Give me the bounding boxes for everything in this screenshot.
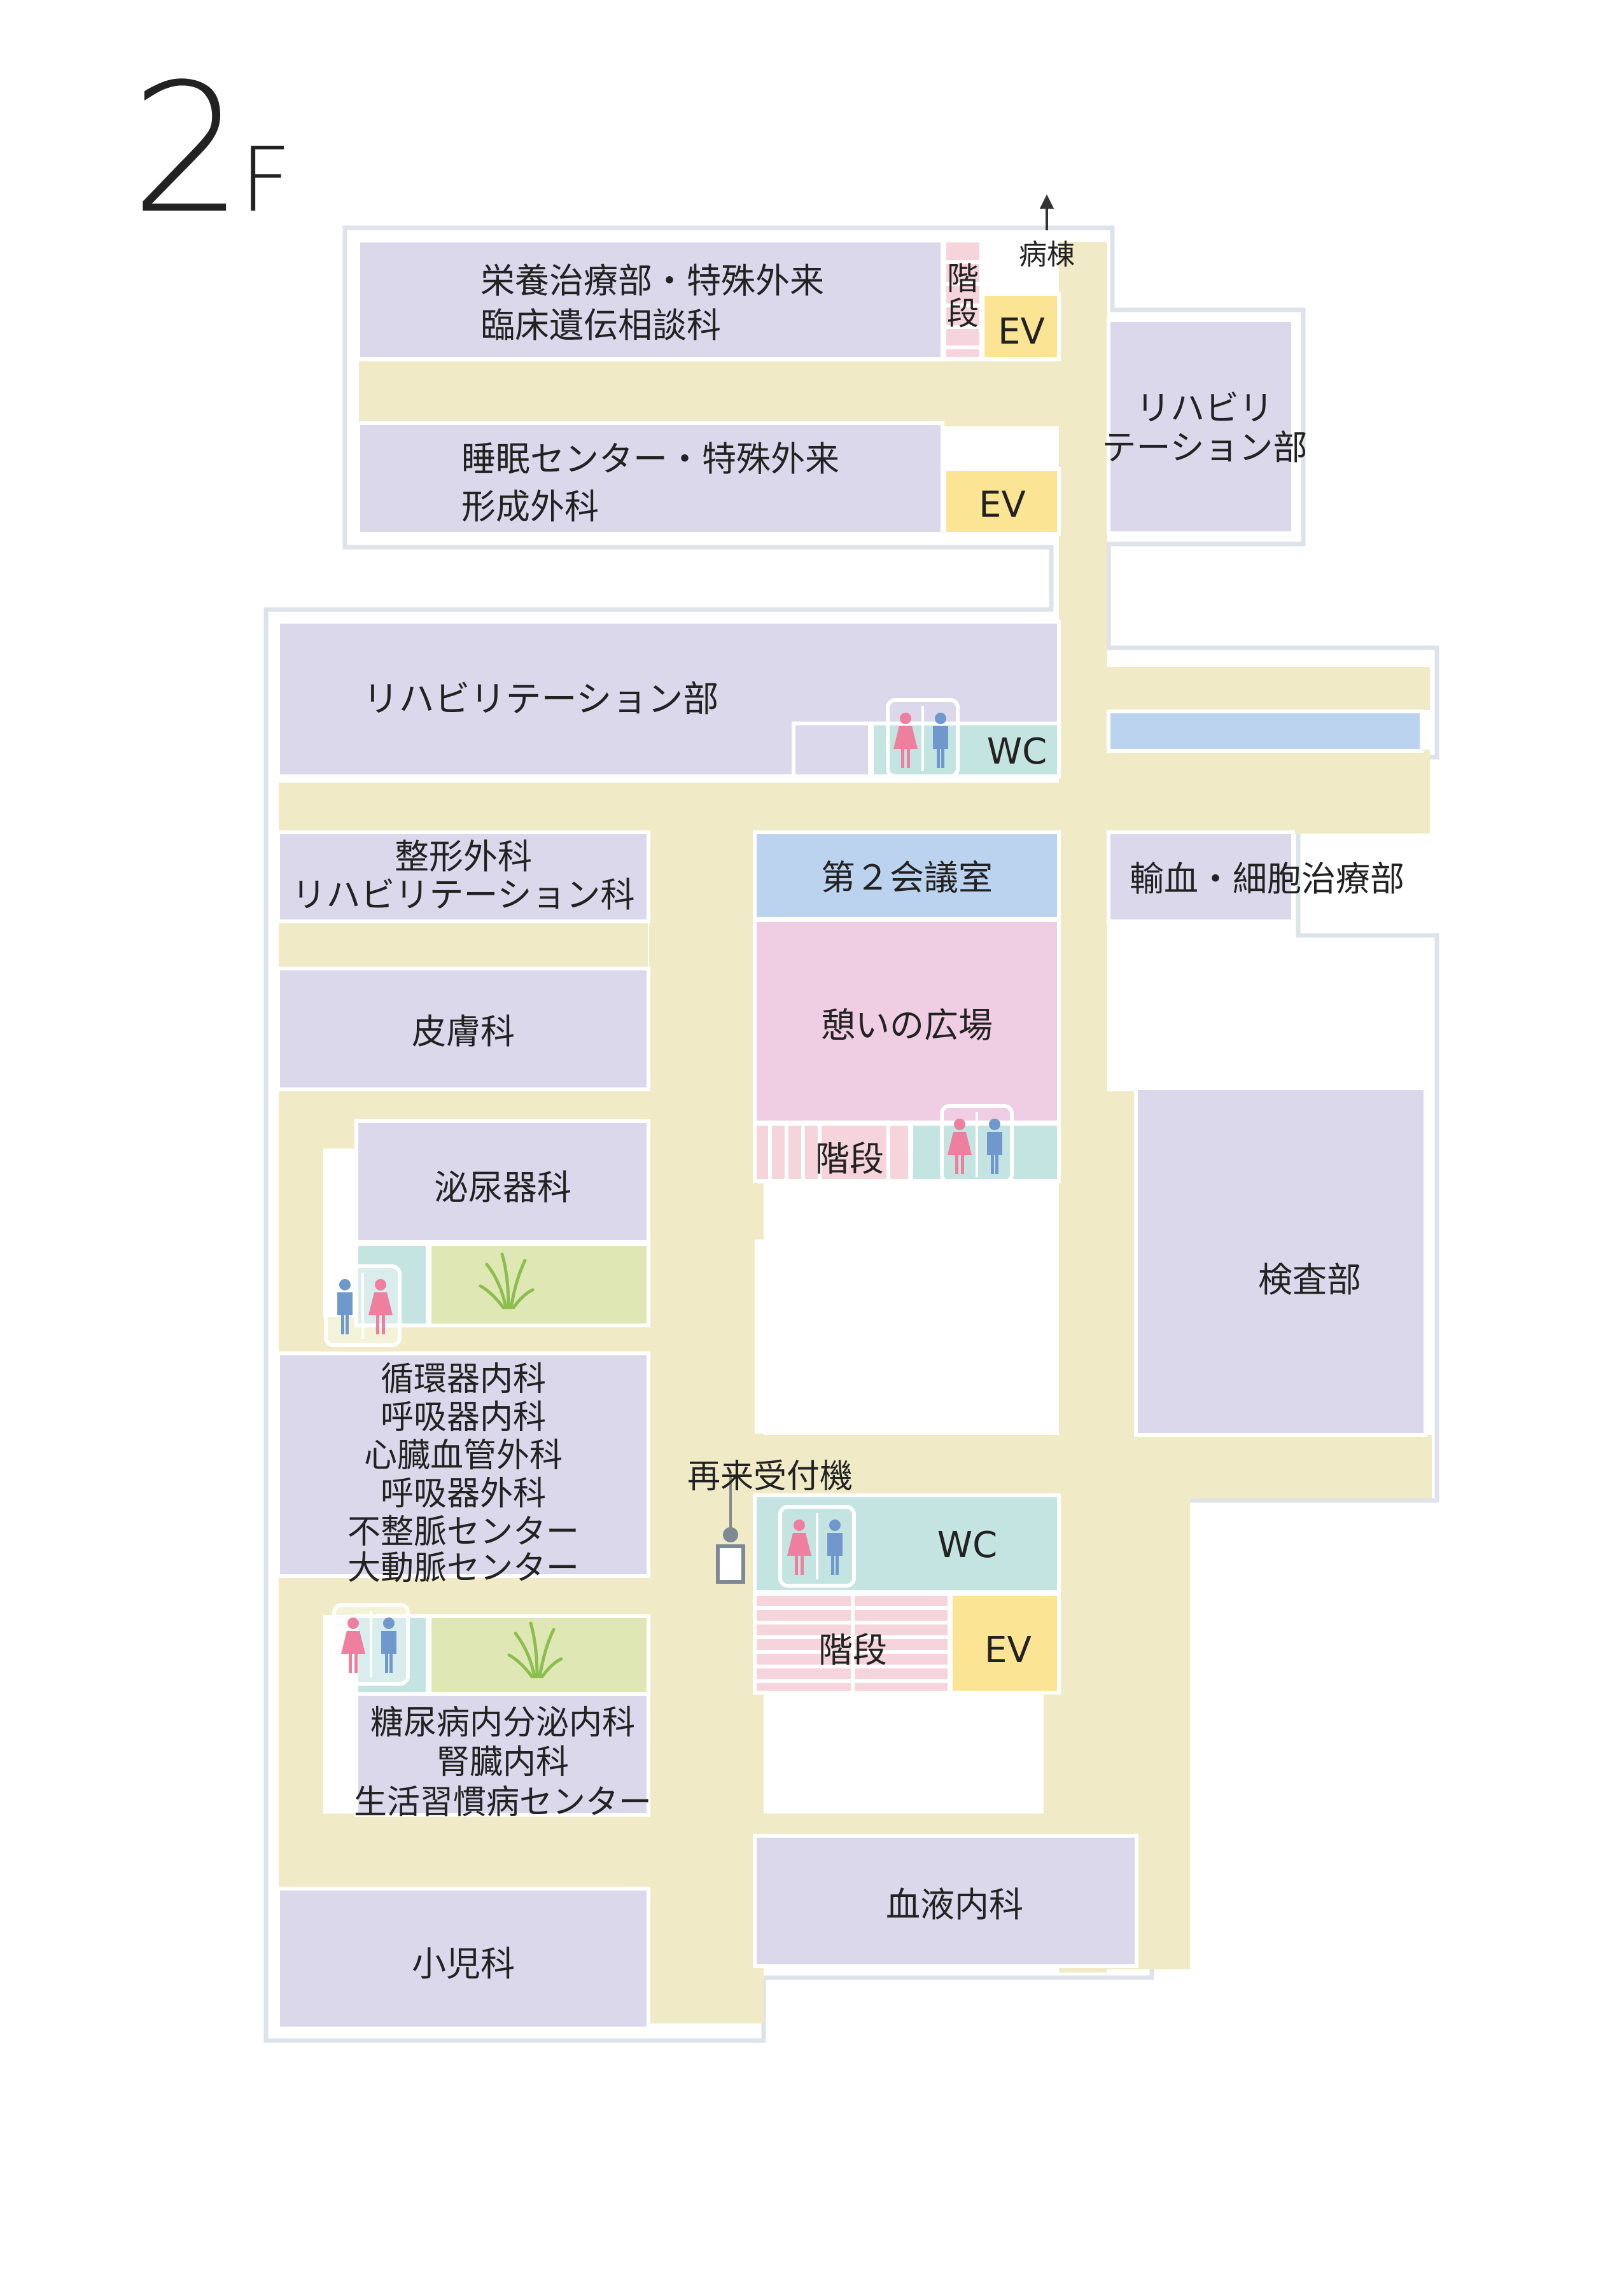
stairs-plaza-label: 階段 — [815, 1139, 884, 1179]
stairs-top-label-2: 段 — [947, 295, 979, 332]
wc-center-label: WC — [937, 1525, 997, 1566]
hematology-label: 血液内科 — [886, 1885, 1023, 1925]
ev-center-label: EV — [984, 1630, 1032, 1671]
cardio-label-3: 心臓血管外科 — [364, 1437, 563, 1475]
cardio-label-5: 不整脈センター — [347, 1513, 579, 1551]
cardio-label-4: 呼吸器外科 — [381, 1475, 546, 1513]
plaza-ikoi[interactable] — [753, 918, 1061, 1124]
kiosk-icon — [716, 1476, 745, 1584]
room-transfusion[interactable] — [1107, 830, 1295, 923]
floor-title: 2F — [130, 60, 291, 239]
examination-label: 検査部 — [1258, 1260, 1361, 1300]
elevator-second — [942, 467, 1061, 536]
dermatology-label: 皮膚科 — [412, 1012, 515, 1052]
sleep-label-1: 睡眠センター・特殊外来 — [461, 439, 839, 479]
room-orthopedics[interactable] — [276, 830, 650, 923]
rehab-main-label: リハビリテーション部 — [363, 679, 719, 720]
ortho-label-2: リハビリテーション科 — [292, 875, 635, 915]
map-labels: 病棟 栄養治療部・特殊外来 臨床遺伝相談科 階 段 EV 睡眠センター・特殊外来… — [292, 239, 1404, 1984]
ward-label: 病棟 — [1019, 239, 1075, 271]
restroom-plaza — [909, 1122, 1061, 1183]
nutrition-label-1: 栄養治療部・特殊外来 — [480, 261, 824, 301]
room-urology[interactable] — [354, 1119, 650, 1244]
nutrition-label-2: 臨床遺伝相談科 — [480, 305, 721, 346]
room-pediatrics[interactable] — [276, 1887, 650, 2030]
cardio-label-2: 呼吸器内科 — [381, 1399, 546, 1437]
pediatrics-label: 小児科 — [412, 1944, 515, 1984]
ward-arrow-icon — [1039, 194, 1054, 230]
stairs-top-label-1: 階 — [947, 260, 979, 297]
elevator-top — [981, 292, 1061, 361]
room-rehab-right[interactable] — [1107, 318, 1295, 535]
courtyard-void — [755, 1240, 1059, 1434]
transfusion-label: 輸血・細胞治療部 — [1130, 859, 1404, 899]
ortho-label-1: 整形外科 — [395, 837, 532, 877]
stairs-center-label: 階段 — [818, 1630, 887, 1670]
diabetes-label-1: 糖尿病内分泌内科 — [370, 1704, 635, 1742]
stairs-plaza — [753, 1122, 912, 1183]
corridor-blue-strip — [1107, 709, 1424, 753]
diabetes-label-3: 生活習慣病センター — [354, 1784, 652, 1822]
elevator-center — [949, 1592, 1061, 1695]
restroom-icon — [886, 698, 960, 778]
ev-top-label: EV — [998, 311, 1045, 353]
plaza-label: 憩いの広場 — [821, 1005, 993, 1045]
room-dermatology[interactable] — [276, 967, 650, 1091]
sleep-label-2: 形成外科 — [461, 487, 599, 527]
restroom-icon — [778, 1505, 856, 1588]
restroom-icon — [332, 1603, 410, 1686]
restroom-icon — [940, 1104, 1014, 1184]
diabetes-label-2: 腎臓内科 — [437, 1743, 569, 1782]
conference-label: 第２会議室 — [821, 858, 993, 898]
urology-label: 泌尿器科 — [434, 1168, 571, 1208]
room-rehab-annex — [792, 722, 872, 778]
garden-urology — [428, 1242, 650, 1327]
cardio-label-1: 循環器内科 — [381, 1360, 546, 1399]
room-cardio[interactable] — [276, 1352, 650, 1578]
garden-diabetes — [428, 1614, 650, 1696]
cardio-label-6: 大動脈センター — [347, 1549, 579, 1588]
room-examination[interactable] — [1134, 1086, 1427, 1437]
restroom-icon — [324, 1264, 402, 1347]
reentry-kiosk-label: 再来受付機 — [687, 1458, 853, 1496]
room-hematology[interactable] — [753, 1834, 1138, 1968]
room-nutrition[interactable] — [356, 239, 944, 361]
wc-rehab-label: WC — [987, 731, 1047, 772]
room-sleep-center[interactable] — [356, 421, 944, 536]
ev-second-label: EV — [979, 484, 1026, 526]
room-diabetes[interactable] — [354, 1692, 650, 1817]
floor-suffix: F — [240, 129, 291, 232]
rehab-right-label-1: リハビリ — [1136, 388, 1273, 428]
floor-number: 2 — [130, 46, 244, 253]
rehab-right-label-2: テーション部 — [1102, 428, 1308, 468]
room-conference-2[interactable] — [753, 830, 1061, 921]
stair-stripes — [755, 260, 981, 1693]
